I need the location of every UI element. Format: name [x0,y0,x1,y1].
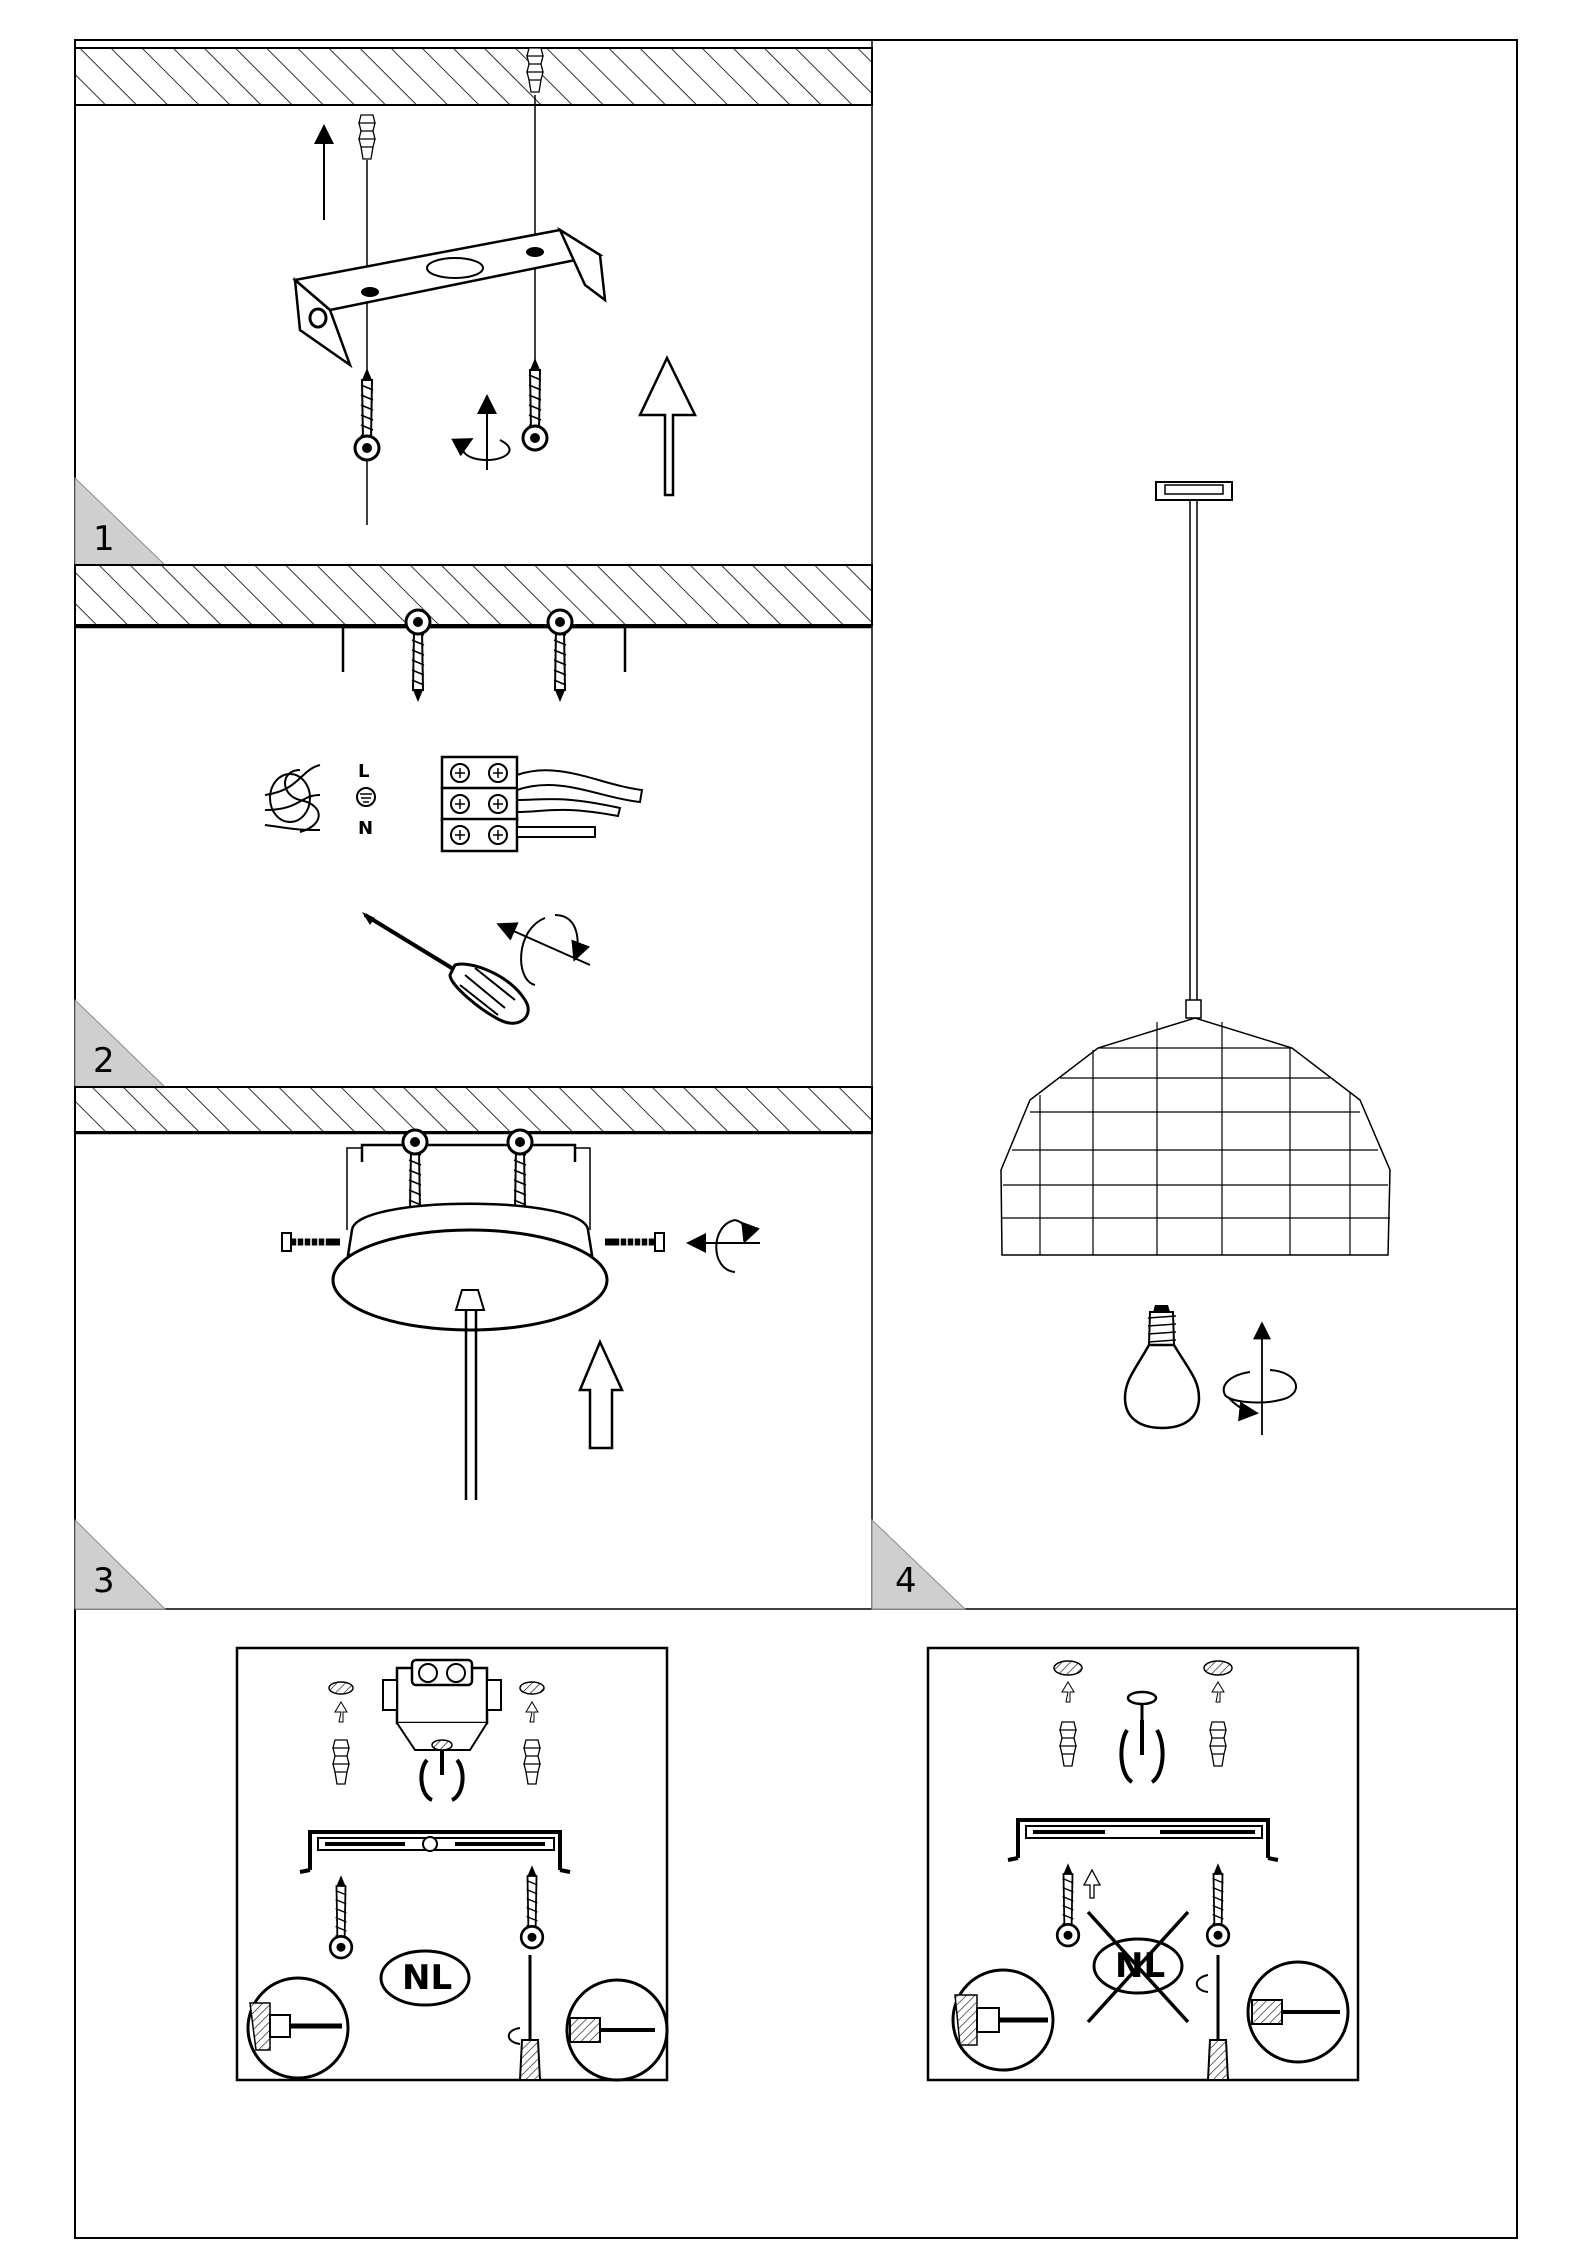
wall-plug-icon [359,115,375,159]
detail-screwdriver-left-icon [248,1978,348,2078]
terminal-label-neutral: N [358,820,373,838]
canopy-icon [333,1204,607,1500]
wall-plug-icon [527,48,543,92]
canopy-icon [1156,482,1232,500]
step-2-illustration [75,565,872,1023]
step-number-1: 1 [93,522,115,556]
rotate-arrow-icon [1224,1325,1296,1435]
detail-screwdriver-right-icon [1248,1962,1348,2062]
step-4-illustration [1001,482,1390,1435]
step-number-3: 3 [93,1564,115,1598]
step-tabs [75,478,965,1609]
suspension-cable-icon [1186,500,1201,1018]
up-arrow-icon [640,358,695,495]
mounting-bracket-icon [362,1145,575,1162]
wall-plug-icon [333,1740,349,1784]
terminal-label-live: L [358,763,369,781]
rotate-arrow-icon [500,915,590,985]
mounting-variant-left [237,1648,667,2080]
side-screw-right-icon [605,1233,664,1251]
supply-wires-icon [265,765,320,832]
screw-icon [523,358,547,450]
mounting-bracket-icon [295,230,605,365]
wall-plug-icon [1210,1722,1226,1766]
detail-screwdriver-left-icon [953,1970,1053,2070]
ceiling-hatch-icon [75,1087,872,1132]
wall-plug-icon [1060,1722,1076,1766]
rotate-arrow-icon [690,1220,760,1272]
step-1-illustration [75,48,872,525]
detail-screwdriver-right-icon [567,1980,667,2080]
ceiling-hatch-icon [75,565,872,625]
nl-badge-left: NL [402,1961,452,1995]
screw-icon [548,610,572,702]
screwdriver-icon [362,912,528,1023]
screw-icon [355,368,379,460]
nl-badge-right: NL [1115,1949,1165,1983]
light-bulb-icon [1125,1305,1199,1428]
ceiling-hatch-icon [75,48,872,105]
lamp-cable-icon [517,770,642,802]
step-3-illustration [75,1087,872,1500]
rotate-arrow-icon [463,398,510,470]
screw-icon [406,610,430,702]
up-arrow-icon [580,1342,622,1448]
wall-plug-icon [524,1740,540,1784]
terminal-block-icon [442,757,517,851]
step-number-4: 4 [895,1564,917,1598]
earth-ground-symbol-icon [357,788,375,806]
side-screw-left-icon [282,1233,340,1251]
pendant-shade-icon [1001,1018,1390,1255]
step-number-2: 2 [93,1044,115,1078]
mounting-variant-right [928,1648,1358,2080]
mounting-bracket-icon [343,627,625,672]
